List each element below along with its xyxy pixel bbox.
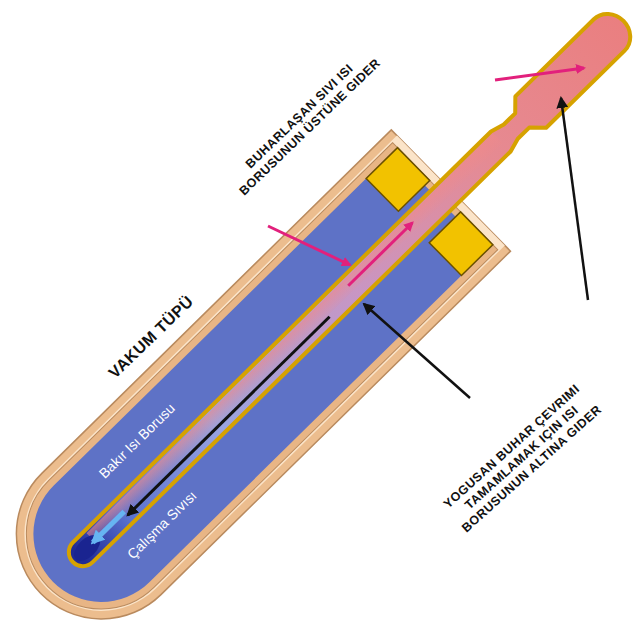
fluid-arrow <box>93 512 124 543</box>
leader-arrow <box>561 98 588 300</box>
leader-arrow <box>495 68 584 80</box>
leader-arrow <box>268 226 350 265</box>
callout-text: YOGUSAN BUHAR ÇEVRIMI TAMAMLAMAK IÇIN IS… <box>421 364 624 553</box>
vapor-glow <box>87 134 503 544</box>
leader-arrow <box>364 304 470 398</box>
copper-heat-pipe <box>57 5 638 577</box>
vapor-arrow <box>348 223 412 286</box>
